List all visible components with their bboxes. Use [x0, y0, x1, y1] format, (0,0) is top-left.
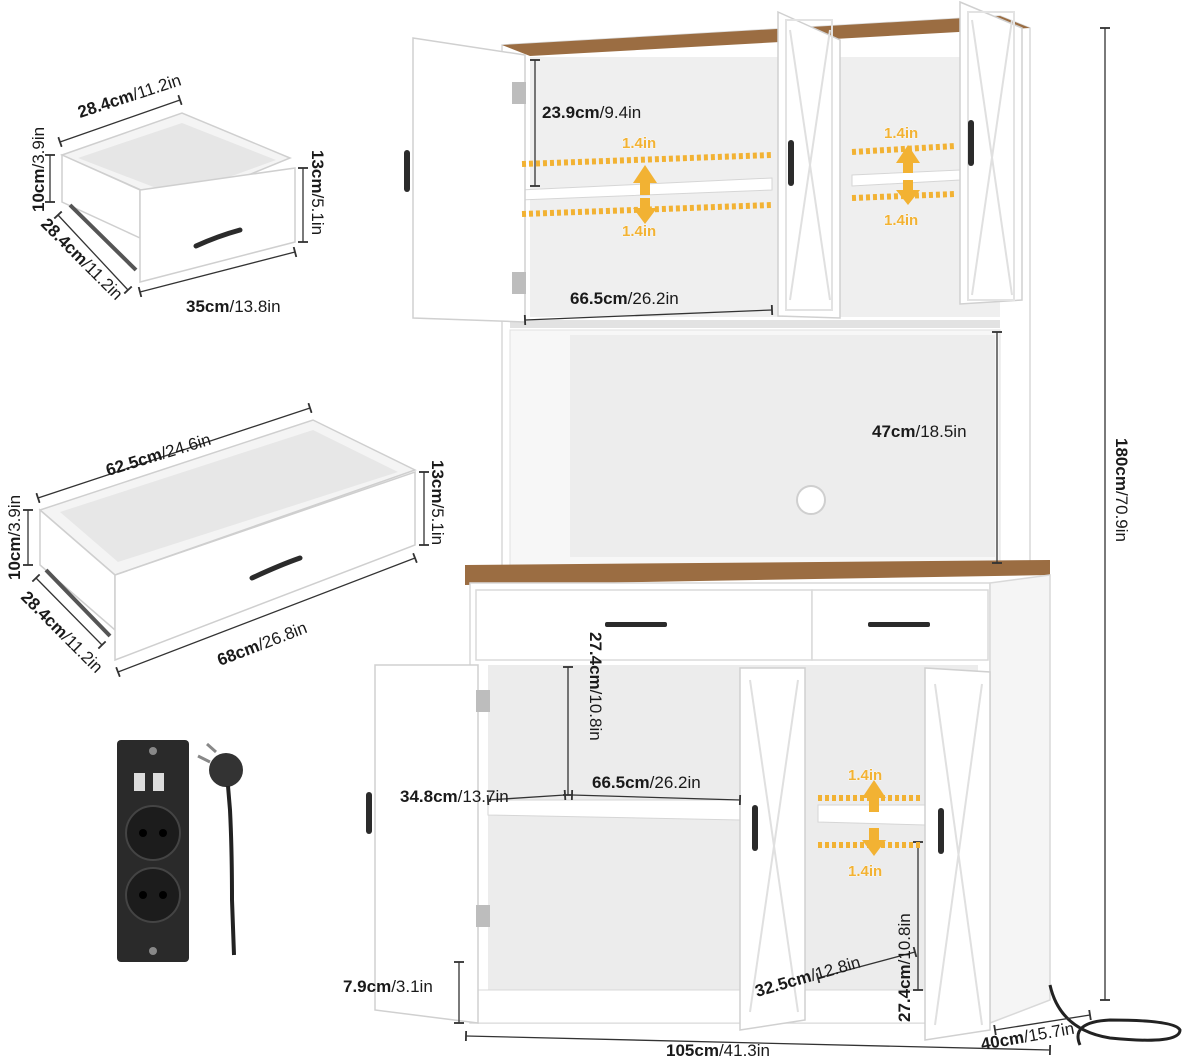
small-drawer-height-right: 13cm/5.1in: [308, 150, 327, 235]
overall-depth: 40cm/15.7in: [979, 1019, 1075, 1054]
lower-adjust-down: 1.4in: [848, 863, 882, 880]
dimension-lines: [22, 27, 1111, 1056]
upper-inner-width: 66.5cm/26.2in: [570, 289, 679, 308]
upper-right-adjust-down: 1.4in: [884, 212, 918, 229]
double-arrow-icon: [633, 145, 920, 856]
cabinet: [366, 0, 1182, 1046]
eu-plug-icon: [197, 742, 243, 956]
small-drawer-width: 35cm/13.8in: [186, 297, 281, 316]
usb-port-icon: [134, 773, 145, 791]
lower-inner-width: 66.5cm/26.2in: [592, 773, 701, 792]
upper-left-adjust-down: 1.4in: [622, 223, 656, 240]
small-drawer-depth-side: 28.4cm/11.2in: [37, 214, 126, 303]
large-drawer: [38, 419, 417, 662]
upper-left-adjust-up: 1.4in: [622, 135, 656, 152]
large-drawer-height-left: 10cm/3.9in: [5, 495, 24, 580]
large-drawer-width-front: 68cm/26.8in: [215, 618, 310, 670]
upper-right-adjust-up: 1.4in: [884, 125, 918, 142]
lower-right-compartment-height: 27.4cm/10.8in: [895, 913, 914, 1022]
lower-left-depth: 34.8cm/13.7in: [400, 787, 509, 806]
lower-adjust-up: 1.4in: [848, 767, 882, 784]
small-drawer-height-left: 10cm/3.9in: [29, 127, 48, 212]
upper-shelf-gap: 23.9cm/9.4in: [542, 103, 641, 122]
overall-width: 105cm/41.3in: [666, 1041, 770, 1060]
overall-height: 180cm/70.9in: [1112, 438, 1131, 542]
shelf-adjust-guides: [521, 143, 956, 856]
microwave-bay-height: 47cm/18.5in: [872, 422, 967, 441]
power-strip-icon: [117, 740, 189, 962]
usb-port-icon: [153, 773, 164, 791]
toe-kick-height: 7.9cm/3.1in: [343, 977, 433, 996]
large-drawer-height-right: 13cm/5.1in: [428, 460, 447, 545]
lower-left-compartment-height: 27.4cm/10.8in: [586, 632, 605, 741]
small-drawer-depth-top: 28.4cm/11.2in: [75, 71, 183, 122]
